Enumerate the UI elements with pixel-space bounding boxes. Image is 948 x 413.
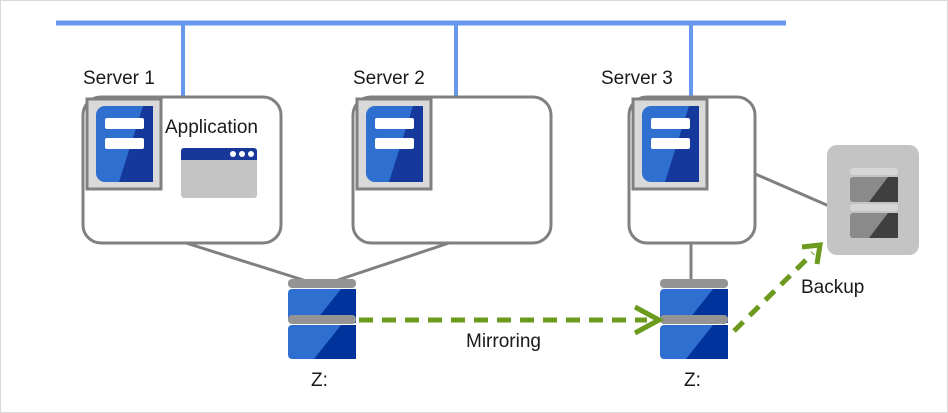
backup-arrow bbox=[732, 242, 823, 333]
disk-left-bar-bottom bbox=[288, 315, 356, 324]
app-window-dot-2 bbox=[239, 151, 245, 157]
application-window-icon bbox=[181, 148, 257, 198]
backup-disk-bar-top bbox=[850, 168, 898, 175]
server-1-icon-bar-top bbox=[105, 118, 144, 129]
app-window-body bbox=[181, 148, 257, 198]
disk-right-block-top-shade bbox=[686, 289, 728, 323]
server-2-icon-bar-top bbox=[375, 118, 414, 129]
disk-right-bar-top bbox=[660, 279, 728, 288]
backup-label: Backup bbox=[801, 277, 865, 298]
disk-right-block-bottom-shade bbox=[686, 325, 728, 359]
backup-arrow-line bbox=[732, 251, 815, 333]
mirroring-arrow-head bbox=[633, 304, 665, 336]
backup-arrow-head bbox=[801, 242, 823, 265]
server-3-icon-bar-top bbox=[651, 118, 690, 129]
app-window-titlebar bbox=[181, 148, 257, 160]
mirroring-arrow bbox=[359, 304, 665, 336]
backup-disk-block-bottom-shade bbox=[869, 213, 898, 238]
server-1-icon-bar-bottom bbox=[105, 138, 144, 149]
connector-server2-to-disk bbox=[322, 241, 450, 287]
application-label: Application bbox=[165, 117, 258, 138]
app-window-dot-3 bbox=[248, 151, 254, 157]
mirroring-label: Mirroring bbox=[466, 331, 541, 352]
network-bus bbox=[56, 20, 786, 97]
server-3-label: Server 3 bbox=[601, 68, 673, 89]
server-3-icon-bar-bottom bbox=[651, 138, 690, 149]
connector-server3-to-backup bbox=[752, 171, 830, 208]
server-2-box[interactable] bbox=[351, 95, 553, 245]
disk-left-label: Z: bbox=[311, 370, 328, 391]
disk-right-label: Z: bbox=[684, 370, 701, 391]
disk-right-bar-bottom bbox=[660, 315, 728, 324]
backup-disk-bar-bottom bbox=[850, 204, 898, 211]
connector-lines bbox=[185, 171, 830, 287]
server-2-icon-bar-bottom bbox=[375, 138, 414, 149]
backup-device[interactable] bbox=[827, 145, 919, 255]
server-2-label: Server 2 bbox=[353, 68, 425, 89]
shared-disk-right[interactable] bbox=[660, 279, 728, 359]
disk-left-bar-top bbox=[288, 279, 356, 288]
backup-disk-block-top-shade bbox=[869, 177, 898, 202]
disk-left-block-bottom-shade bbox=[314, 325, 356, 359]
shared-disk-left[interactable] bbox=[288, 279, 356, 359]
app-window-dot-1 bbox=[230, 151, 236, 157]
connector-server1-to-disk bbox=[185, 241, 320, 287]
server-1-box[interactable] bbox=[81, 95, 283, 245]
server-3-box[interactable] bbox=[627, 95, 757, 245]
disk-left-block-top-shade bbox=[314, 289, 356, 323]
server-1-label: Server 1 bbox=[83, 68, 155, 89]
